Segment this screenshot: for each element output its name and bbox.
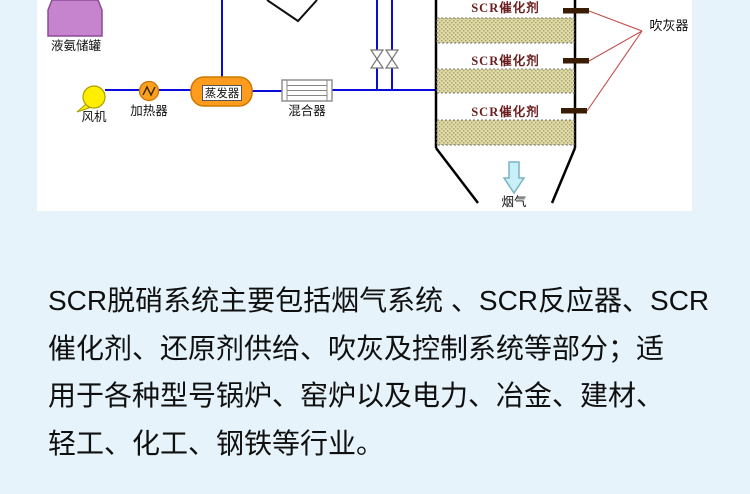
heater-coil xyxy=(142,85,156,97)
scr-system-diagram: 液氨储罐 风机 加热器 蒸发器 混合器 SCR催化剂 SCR催化剂 SCR催化剂… xyxy=(37,0,692,211)
description-line-4: 轻工、化工、钢铁等行业。 xyxy=(48,427,385,459)
pipe-lines xyxy=(105,0,437,92)
fan-label: 风机 xyxy=(81,110,107,124)
soot-blower-bar xyxy=(561,108,587,114)
pointer-line xyxy=(588,10,643,32)
ammonia-tank-label: 液氨储罐 xyxy=(50,39,101,53)
hopper-wall-right xyxy=(550,147,577,204)
catalyst-layers xyxy=(436,17,575,146)
pointer-lines xyxy=(586,10,643,112)
evaporator-label: 蒸发器 xyxy=(204,88,240,100)
catalyst-layer xyxy=(436,119,575,146)
heater-label: 加热器 xyxy=(130,104,168,118)
description-line-1: SCR脱硝系统主要包括烟气系统 、SCR反应器、SCR xyxy=(48,285,710,316)
valve-icon xyxy=(384,57,400,69)
evaporator-label-box xyxy=(202,85,242,101)
catalyst-layer-label-1: SCR催化剂 xyxy=(471,1,540,15)
valve-icon xyxy=(384,49,400,61)
description-line-2: 催化剂、还原剂供给、吹灰及控制系统等部分；适 xyxy=(48,332,665,364)
flue-gas-label: 烟气 xyxy=(501,195,527,209)
mixer-label: 混合器 xyxy=(288,104,326,118)
reactor-walls xyxy=(434,0,577,204)
diamond-shape-cutoff xyxy=(266,0,318,23)
valve-icon xyxy=(369,57,385,69)
valve-icons xyxy=(369,49,400,69)
fan-icon xyxy=(82,85,106,109)
hopper-wall-left xyxy=(435,147,479,204)
catalyst-layer-label-3: SCR催化剂 xyxy=(471,105,540,119)
description-line-3: 用于各种型号锅炉、窑炉以及电力、冶金、建材、 xyxy=(48,380,665,411)
pointer-line xyxy=(586,30,643,112)
catalyst-layer-label-2: SCR催化剂 xyxy=(471,54,540,68)
diagram-canvas xyxy=(47,0,643,204)
soot-blower-bar xyxy=(563,8,589,14)
flue-gas-arrow-icon xyxy=(502,161,526,195)
mixer-shape xyxy=(281,79,333,102)
pointer-line xyxy=(588,30,643,62)
description-paragraph: SCR脱硝系统主要包括烟气系统 、SCR反应器、SCR 催化剂、还原剂供给、吹灰… xyxy=(48,277,718,467)
soot-blower-bars xyxy=(561,8,589,114)
soot-blower-label: 吹灰器 xyxy=(649,18,689,33)
soot-blower-bar xyxy=(563,58,589,64)
ammonia-tank-shape xyxy=(47,0,103,37)
valve-icon xyxy=(369,49,385,61)
catalyst-layer xyxy=(436,17,575,44)
catalyst-layer xyxy=(436,68,575,94)
